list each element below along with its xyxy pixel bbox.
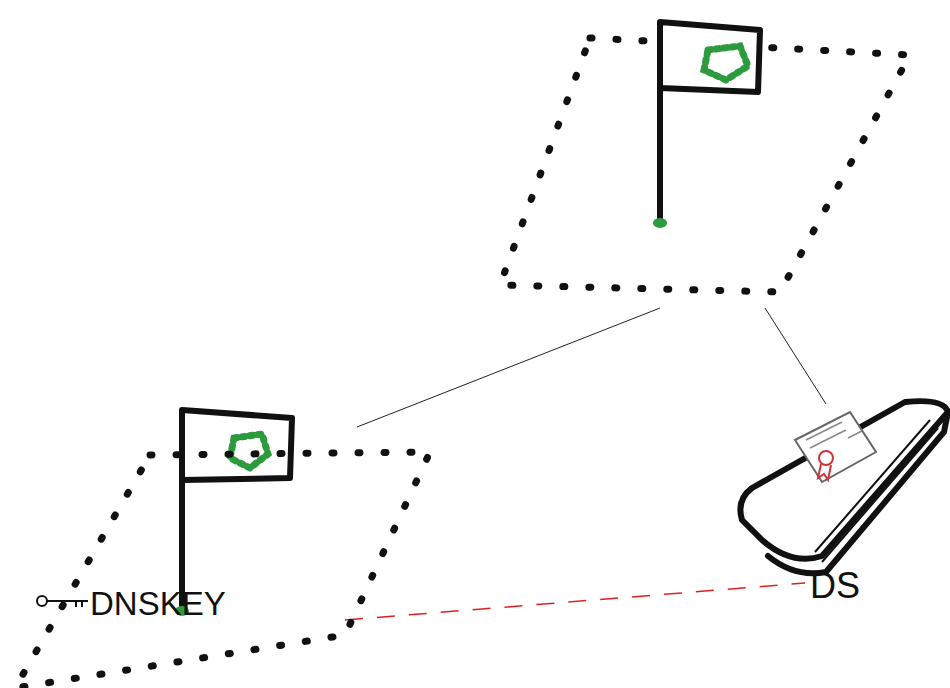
node-outline [0, 405, 345, 688]
book-symbol [740, 401, 948, 573]
zone-node: DNSKEY [0, 405, 345, 688]
trust-link [345, 583, 805, 620]
record-book: DS [805, 395, 950, 615]
leader-line [357, 308, 660, 427]
leader-line [765, 308, 826, 404]
zone-flag [175, 410, 292, 616]
record-label: DS [810, 568, 860, 604]
zone-flag [653, 22, 760, 228]
zone-outline [15, 452, 430, 688]
record-label: DNSKEY [90, 587, 226, 620]
